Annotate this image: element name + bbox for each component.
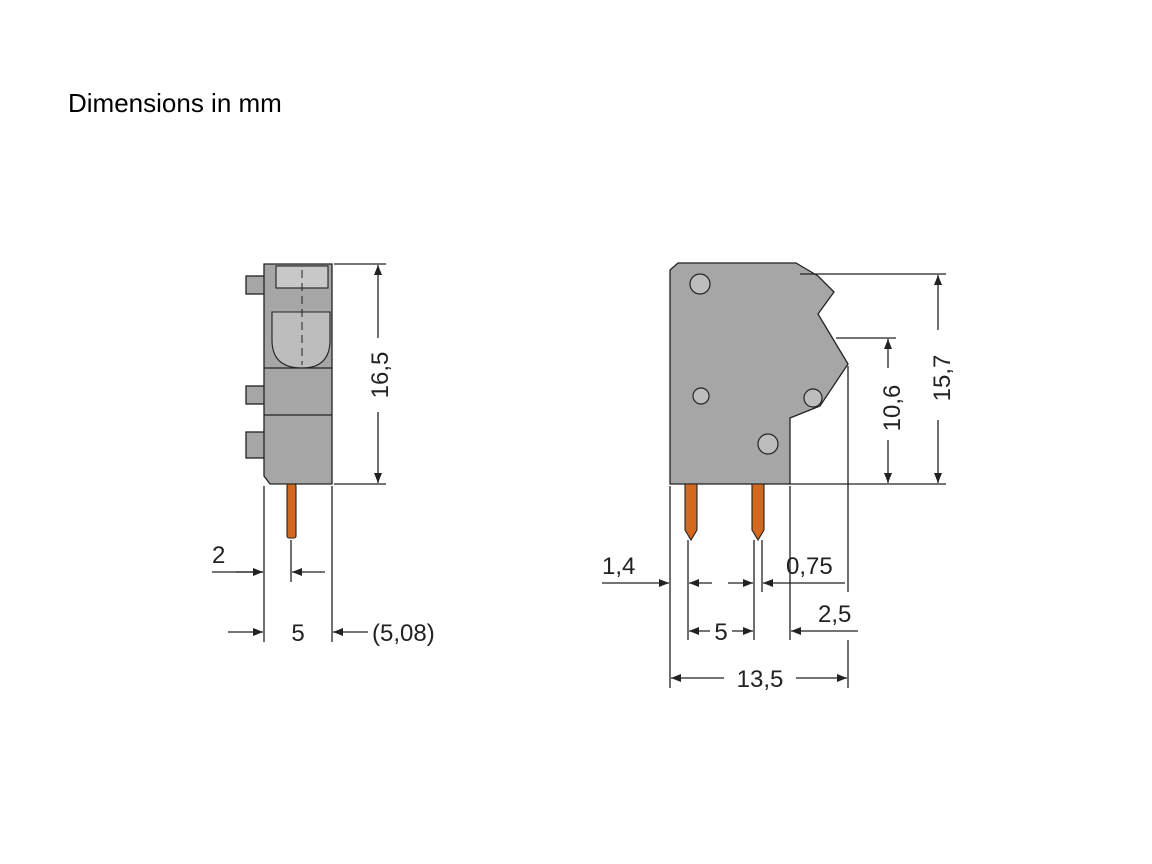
side-width-label: 5 xyxy=(291,620,304,647)
side-width-alt-label: (5,08) xyxy=(372,620,435,647)
front-hole-bottom xyxy=(757,433,779,455)
front-pin-1 xyxy=(684,483,698,542)
front-total-width-label: 13,5 xyxy=(737,666,784,693)
side-tab-middle xyxy=(245,385,267,405)
front-inner-height-label: 10,6 xyxy=(879,385,906,432)
front-pin-2 xyxy=(751,483,765,542)
page-title: Dimensions in mm xyxy=(68,88,282,118)
side-view: 16,5 2 5 (5,08) xyxy=(212,263,435,647)
side-housing xyxy=(263,263,333,485)
side-pin-offset-label: 2 xyxy=(212,542,225,569)
front-hole-left xyxy=(692,387,710,405)
front-pitch-label: 5 xyxy=(714,619,727,646)
side-height-label: 16,5 xyxy=(367,352,394,399)
front-pin-width-label: 0,75 xyxy=(786,553,833,580)
side-pin xyxy=(286,483,297,539)
side-tab-bottom xyxy=(245,431,267,459)
front-pin-offset-label: 1,4 xyxy=(602,553,635,580)
front-view: 10,6 15,7 1,4 0,75 5 2,5 13,5 xyxy=(602,262,956,693)
front-hole-top xyxy=(689,273,711,295)
front-height-label: 15,7 xyxy=(929,355,956,402)
side-tab-top xyxy=(245,275,267,295)
front-offset-label: 2,5 xyxy=(818,601,851,628)
front-housing xyxy=(669,262,849,485)
front-hole-right xyxy=(803,388,823,408)
side-clamp-chamber xyxy=(271,311,331,369)
